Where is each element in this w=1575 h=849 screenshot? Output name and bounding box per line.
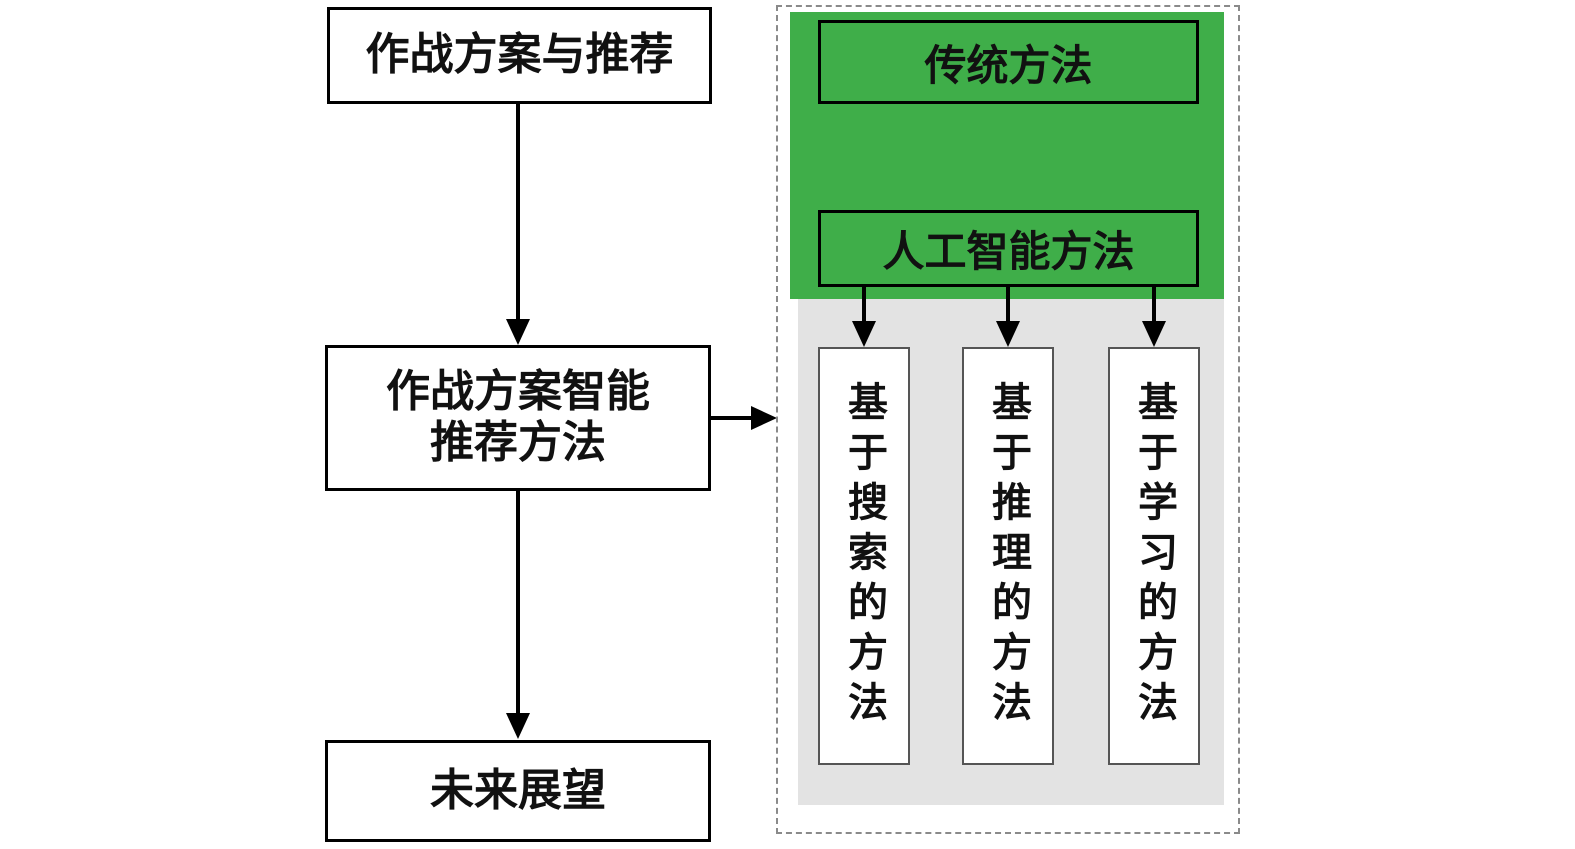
arrow-ai-to-search-stem [862,287,866,323]
arrow-ai-to-search-head-icon [852,321,876,347]
node-label: 基于搜索的方法 [842,381,887,731]
node-reasoning-based-methods: 基于推理的方法 [962,347,1054,765]
arrow-middle-to-bottom-head-icon [506,713,530,739]
node-label-line1: 作战方案智能 [386,367,650,417]
arrow-top-to-middle-head-icon [506,319,530,345]
arrow-ai-to-reasoning-stem [1006,287,1010,323]
node-ai-methods: 人工智能方法 [818,210,1199,287]
node-label: 基于推理的方法 [986,381,1031,731]
node-future-outlook: 未来展望 [325,740,711,842]
arrow-top-to-middle-stem [516,104,520,320]
node-intelligent-recommendation-methods: 作战方案智能 推荐方法 [325,345,711,491]
node-label: 基于学习的方法 [1132,381,1177,731]
arrow-middle-to-panel-head-icon [751,406,777,430]
node-operation-plan-and-recommendation: 作战方案与推荐 [327,7,712,104]
arrow-ai-to-learning-head-icon [1142,321,1166,347]
node-learning-based-methods: 基于学习的方法 [1108,347,1200,765]
node-traditional-methods: 传统方法 [818,20,1199,104]
node-label: 人工智能方法 [882,230,1135,276]
arrow-middle-to-bottom-stem [516,491,520,714]
node-label: 传统方法 [924,43,1093,90]
arrow-ai-to-learning-stem [1152,287,1156,323]
node-label-line2: 推荐方法 [430,418,606,467]
node-label: 未来展望 [430,765,606,815]
node-label: 作战方案与推荐 [365,30,674,80]
arrow-middle-to-panel-stem [711,416,751,420]
methods-panel-green-area [790,12,1224,299]
node-search-based-methods: 基于搜索的方法 [818,347,910,765]
arrow-ai-to-reasoning-head-icon [996,321,1020,347]
